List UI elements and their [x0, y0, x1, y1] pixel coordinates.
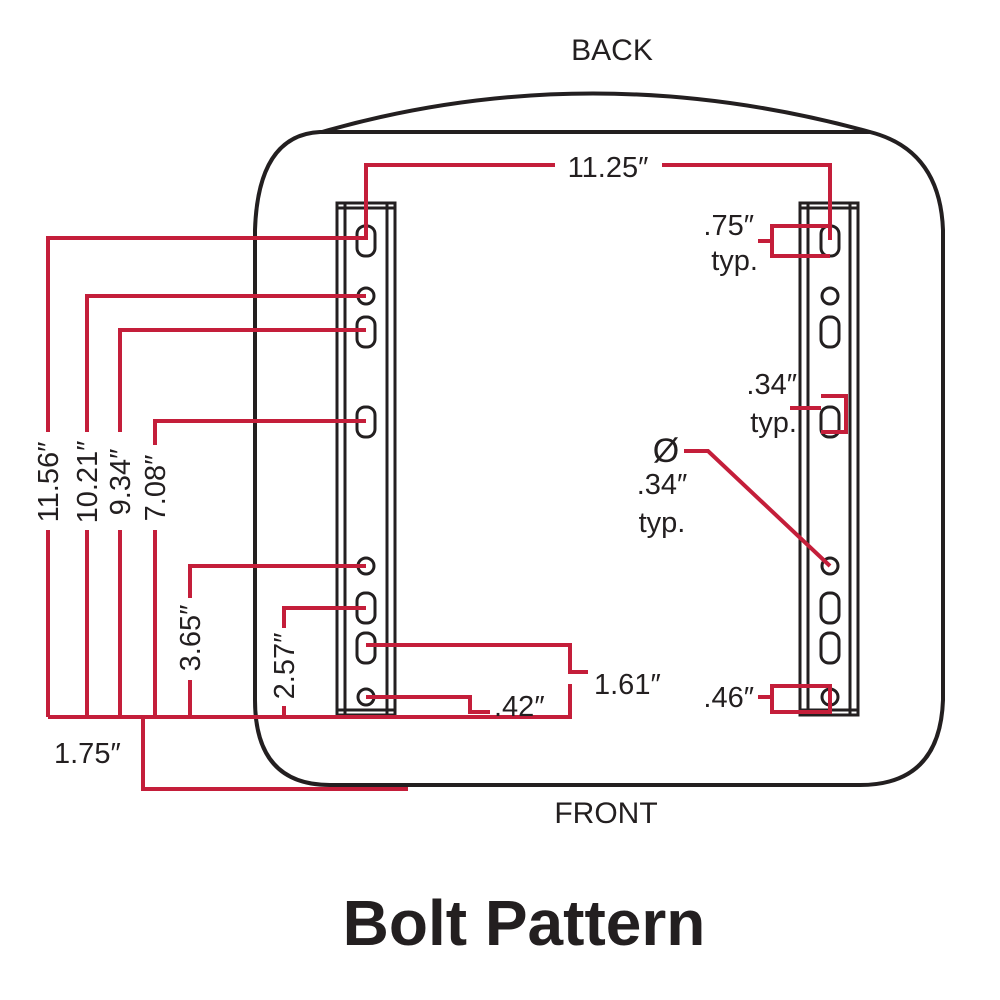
slot-length-typ: typ. — [711, 245, 758, 277]
slot-width-label: .34″ — [746, 369, 797, 401]
left-mounting-rail — [335, 201, 397, 717]
dimension-7-08: 7.08″ — [140, 455, 172, 522]
title: Bolt Pattern — [343, 887, 706, 959]
dimension-0-42: .42″ — [494, 691, 545, 723]
slot-length-label: .75″ — [703, 210, 754, 242]
dimension-2-57: 2.57″ — [269, 633, 301, 700]
dimension-lines — [46, 163, 848, 791]
dimension-1-61: 1.61″ — [594, 669, 661, 701]
right-slot-5 — [819, 631, 841, 665]
dimension-11-56: 11.56″ — [33, 442, 65, 523]
diameter-symbol: Ø — [653, 432, 679, 470]
front-label: FRONT — [554, 797, 657, 830]
right-hole-1 — [820, 286, 840, 306]
hole-offset-label: .46″ — [703, 682, 754, 714]
hole-diameter-label: .34″ — [637, 469, 688, 501]
right-slot-4 — [819, 591, 841, 625]
slot-width-typ: typ. — [750, 407, 797, 439]
right-hole-2 — [820, 556, 840, 576]
dimension-3-65: 3.65″ — [175, 605, 207, 672]
left-slot-5 — [355, 631, 377, 665]
hole-diameter-typ: typ. — [639, 507, 686, 539]
right-mounting-rail — [798, 201, 860, 717]
width-dimension-11-25: 11.25″ — [568, 152, 649, 184]
dimension-10-21: 10.21″ — [72, 441, 104, 524]
right-slot-3 — [819, 405, 841, 439]
seat-outline — [253, 91, 945, 787]
back-label: BACK — [571, 34, 653, 67]
right-slot-2 — [819, 315, 841, 349]
dimension-1-75: 1.75″ — [54, 738, 121, 770]
dimension-9-34: 9.34″ — [105, 449, 137, 516]
